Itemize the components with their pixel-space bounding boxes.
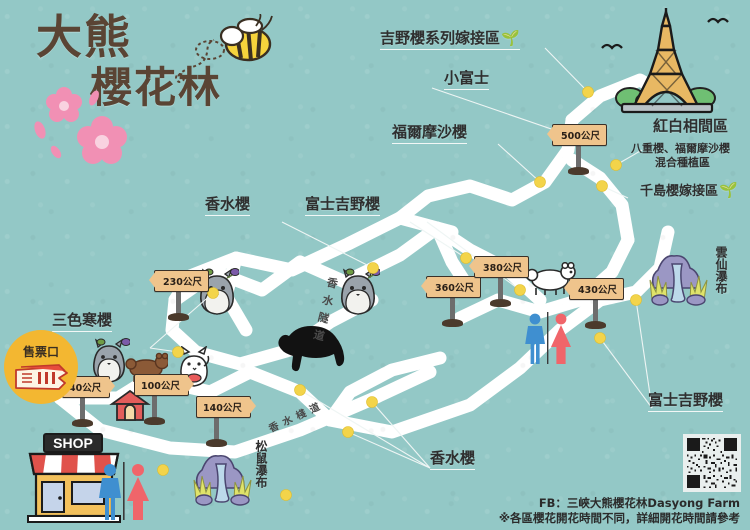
qr-code[interactable] (683, 434, 741, 492)
restroom-icon-left (99, 462, 149, 520)
callout-perfume-1: 香水櫻 (205, 196, 251, 216)
signpost-base (72, 419, 93, 427)
brown-bear-icon (125, 352, 168, 382)
callout-red-white-sub1: 八重櫻、福爾摩沙櫻 (631, 142, 730, 155)
signpost-label-500m: 500公尺 (547, 124, 607, 146)
callout-fuji-yoshino-2: 富士吉野櫻 (648, 392, 724, 412)
bee-icon (175, 14, 273, 83)
callout-fuji-yoshino-1: 富士吉野櫻 (305, 196, 381, 216)
sprout-icon: 🌱 (501, 29, 520, 47)
signpost-pole (498, 262, 503, 302)
signpost-label-430m: 430公尺 (564, 278, 624, 300)
signpost-label-140m: 140公尺 (196, 396, 256, 418)
squirrel-waterfall-icon (193, 454, 252, 506)
footer-note: ※各區櫻花開花時間不同，詳細開花時間請參考 (498, 511, 740, 525)
signpost-pole (80, 382, 85, 422)
cabin-icon (109, 389, 151, 421)
footer-facebook: FB：三峽大熊櫻花林Dasyong Farm (538, 496, 740, 510)
callout-red-white-sub2: 混合種植區 (655, 156, 710, 169)
signpost-230m[interactable]: 230公尺 (149, 270, 209, 321)
signpost-base (144, 417, 165, 425)
callout-chishima-graft: 千島櫻嫁接區🌱 (640, 181, 738, 200)
signpost-pole (214, 402, 219, 442)
signpost-360m[interactable]: 360公尺 (421, 276, 481, 327)
title-line-1: 大熊 (36, 10, 132, 64)
callout-tricolor: 三色寒櫻 (52, 312, 113, 332)
signpost-500m[interactable]: 500公尺 (547, 124, 607, 175)
footer-text: FB：三峽大熊櫻花林Dasyong Farm ※各區櫻花開花時間不同，詳細開花時… (499, 496, 740, 526)
signpost-pole (593, 284, 598, 324)
signpost-base (206, 439, 227, 447)
sakura-decoration (34, 87, 127, 164)
signpost-label-100m: 100公尺 (134, 374, 194, 396)
signpost-label-380m: 380公尺 (469, 256, 529, 278)
signpost-base (490, 299, 511, 307)
eiffel-tower-icon (601, 8, 729, 114)
totoro-icon-3 (92, 338, 130, 383)
callout-perfume-2: 香水櫻 (430, 450, 476, 470)
signpost-label-230m: 230公尺 (149, 270, 209, 292)
map-title: 大熊 櫻花林 (28, 14, 308, 124)
callout-formosa: 福爾摩沙櫻 (392, 124, 468, 144)
signpost-430m[interactable]: 430公尺 (564, 278, 624, 329)
restroom-icon-center (525, 312, 571, 364)
signpost-base (442, 319, 463, 327)
polar-bear-icon (525, 262, 576, 295)
callout-red-white: 紅白相間區 (653, 117, 729, 135)
yunxian-waterfall-icon (649, 254, 708, 306)
signpost-pole (176, 276, 181, 316)
sprout-icon-2: 🌱 (719, 181, 738, 199)
signpost-base (585, 321, 606, 329)
signpost-380m[interactable]: 380公尺 (469, 256, 529, 307)
signpost-pole (152, 380, 157, 420)
callout-little-fuji: 小富士 (444, 70, 490, 90)
signpost-100m[interactable]: 100公尺 (134, 374, 194, 425)
signpost-base (568, 167, 589, 175)
signpost-label-360m: 360公尺 (421, 276, 481, 298)
signpost-pole (576, 130, 581, 170)
black-bear-silhouette (278, 326, 345, 372)
label-squirrel-falls: 松鼠瀑布 (254, 440, 268, 488)
shop-icon[interactable]: SHOP (22, 428, 126, 524)
signpost-140m[interactable]: 140公尺 (196, 396, 256, 447)
signpost-pole (450, 282, 455, 322)
ticket-office-label: 售票口 (22, 344, 59, 359)
callout-yoshino-graft: 吉野櫻系列嫁接區🌱 (380, 30, 520, 50)
label-yunxian-falls: 雲仙瀑布 (714, 246, 728, 294)
shop-sign-text: SHOP (53, 435, 93, 451)
ticket-office[interactable]: 售票口 (4, 330, 78, 404)
ticket-icon (15, 363, 68, 390)
signpost-base (168, 313, 189, 321)
title-line-2: 櫻花林 (90, 63, 223, 112)
